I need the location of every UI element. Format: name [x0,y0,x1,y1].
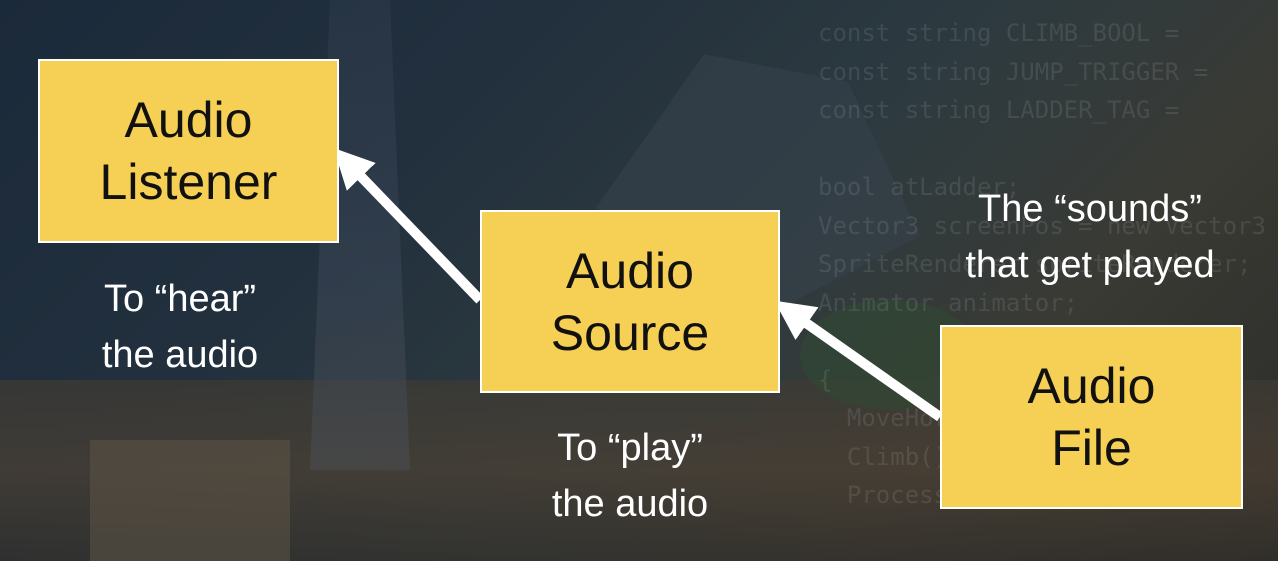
audio-listener-caption-line1: To “hear” [70,271,290,327]
audio-source-box: Audio Source [480,210,780,393]
audio-source-caption-line1: To “play” [510,420,750,476]
audio-file-caption-line2: that get played [935,237,1245,293]
audio-listener-caption: To “hear” the audio [70,271,290,383]
audio-file-caption: The “sounds” that get played [935,181,1245,293]
audio-source-caption: To “play” the audio [510,420,750,532]
audio-file-line1: Audio [1028,355,1156,417]
arrow-file-to-source [789,311,940,417]
audio-file-box: Audio File [940,325,1243,509]
audio-source-caption-line2: the audio [510,476,750,532]
audio-file-caption-line1: The “sounds” [935,181,1245,237]
audio-listener-caption-line2: the audio [70,327,290,383]
audio-listener-box: Audio Listener [38,59,339,243]
audio-source-line1: Audio [566,240,694,302]
audio-listener-line1: Audio [125,89,253,151]
audio-source-line2: Source [551,302,709,364]
audio-listener-line2: Listener [100,151,278,213]
audio-file-line2: File [1051,417,1132,479]
arrow-source-to-listener [346,161,480,300]
